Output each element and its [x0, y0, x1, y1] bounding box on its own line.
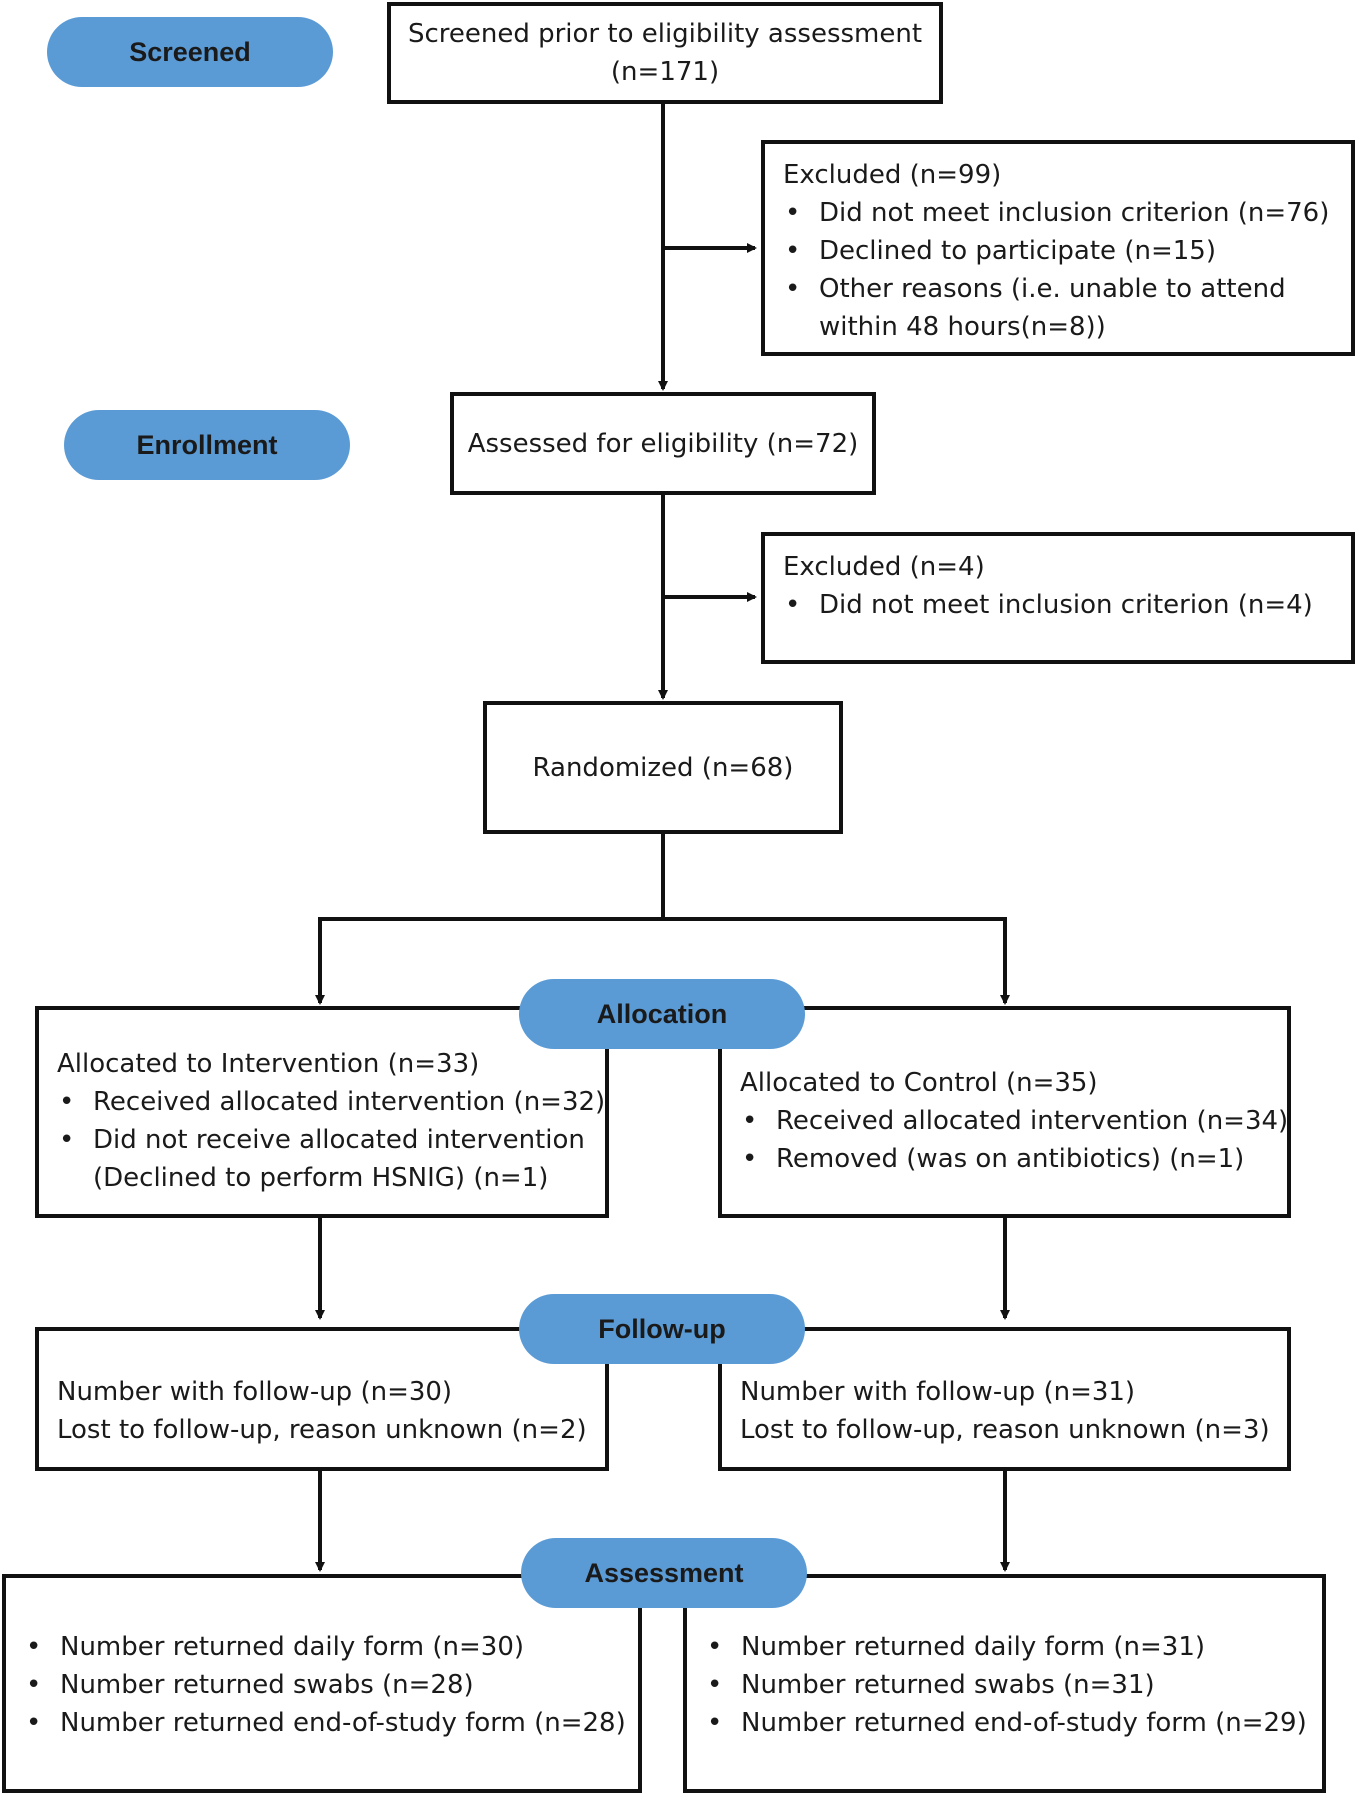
- excluded-4-item: Did not meet inclusion criterion (n=4): [783, 586, 1333, 624]
- intervention-allocation-item-continued: (Declined to perform HSNIG) (n=1): [93, 1163, 549, 1193]
- followup-right-box: Number with follow-up (n=31) Lost to fol…: [718, 1327, 1291, 1471]
- screened-box: Screened prior to eligibility assessment…: [387, 2, 943, 104]
- assessment-right-item: Number returned swabs (n=31): [705, 1666, 1304, 1704]
- assessment-right-item: Number returned end-of-study form (n=29): [705, 1704, 1307, 1742]
- assessed-box-text: Assessed for eligibility (n=72): [467, 428, 859, 459]
- assessment-left-box: Number returned daily form (n=30) Number…: [2, 1574, 642, 1793]
- intervention-allocation-title: Allocated to Intervention (n=33): [57, 1049, 480, 1079]
- excluded-99-box: Excluded (n=99) Did not meet inclusion c…: [761, 140, 1355, 356]
- intervention-allocation-box: Allocated to Intervention (n=33) Receive…: [35, 1006, 609, 1218]
- excluded-4-box: Excluded (n=4) Did not meet inclusion cr…: [761, 532, 1355, 664]
- excluded-99-item-continued: within 48 hours(n=8)): [819, 312, 1106, 342]
- intervention-allocation-item: Did not receive allocated intervention: [57, 1121, 587, 1159]
- randomized-box: Randomized (n=68): [483, 701, 843, 834]
- followup-right-line1: Number with follow-up (n=31): [740, 1377, 1136, 1407]
- control-allocation-box: Allocated to Control (n=35) Received all…: [718, 1006, 1291, 1218]
- assessment-right-box: Number returned daily form (n=31) Number…: [683, 1574, 1326, 1793]
- screened-box-line2: (n=171): [610, 57, 720, 87]
- randomized-box-text: Randomized (n=68): [532, 752, 794, 783]
- followup-left-box: Number with follow-up (n=30) Lost to fol…: [35, 1327, 609, 1471]
- assessment-left-item: Number returned daily form (n=30): [24, 1628, 620, 1666]
- stage-followup: Follow-up: [519, 1294, 805, 1364]
- excluded-99-item: Declined to participate (n=15): [783, 232, 1333, 270]
- excluded-99-item: Did not meet inclusion criterion (n=76): [783, 194, 1333, 232]
- excluded-4-title: Excluded (n=4): [783, 552, 985, 582]
- stage-screened: Screened: [47, 17, 333, 87]
- excluded-99-title: Excluded (n=99): [783, 160, 1002, 190]
- assessed-box: Assessed for eligibility (n=72): [450, 392, 876, 495]
- screened-box-line1: Screened prior to eligibility assessment: [407, 19, 923, 49]
- stage-allocation: Allocation: [519, 979, 805, 1049]
- followup-left-line2: Lost to follow-up, reason unknown (n=2): [57, 1415, 587, 1445]
- excluded-99-item: Other reasons (i.e. unable to attend: [783, 270, 1333, 308]
- followup-left-line1: Number with follow-up (n=30): [57, 1377, 453, 1407]
- assessment-right-item: Number returned daily form (n=31): [705, 1628, 1304, 1666]
- control-allocation-item: Received allocated intervention (n=34): [740, 1102, 1288, 1140]
- assessment-left-item: Number returned swabs (n=28): [24, 1666, 620, 1704]
- intervention-allocation-item: Received allocated intervention (n=32): [57, 1083, 605, 1121]
- control-allocation-title: Allocated to Control (n=35): [740, 1068, 1098, 1098]
- stage-assessment: Assessment: [521, 1538, 807, 1608]
- assessment-left-item: Number returned end-of-study form (n=28): [24, 1704, 626, 1742]
- followup-right-line2: Lost to follow-up, reason unknown (n=3): [740, 1415, 1270, 1445]
- control-allocation-item: Removed (was on antibiotics) (n=1): [740, 1140, 1269, 1178]
- stage-enrollment: Enrollment: [64, 410, 350, 480]
